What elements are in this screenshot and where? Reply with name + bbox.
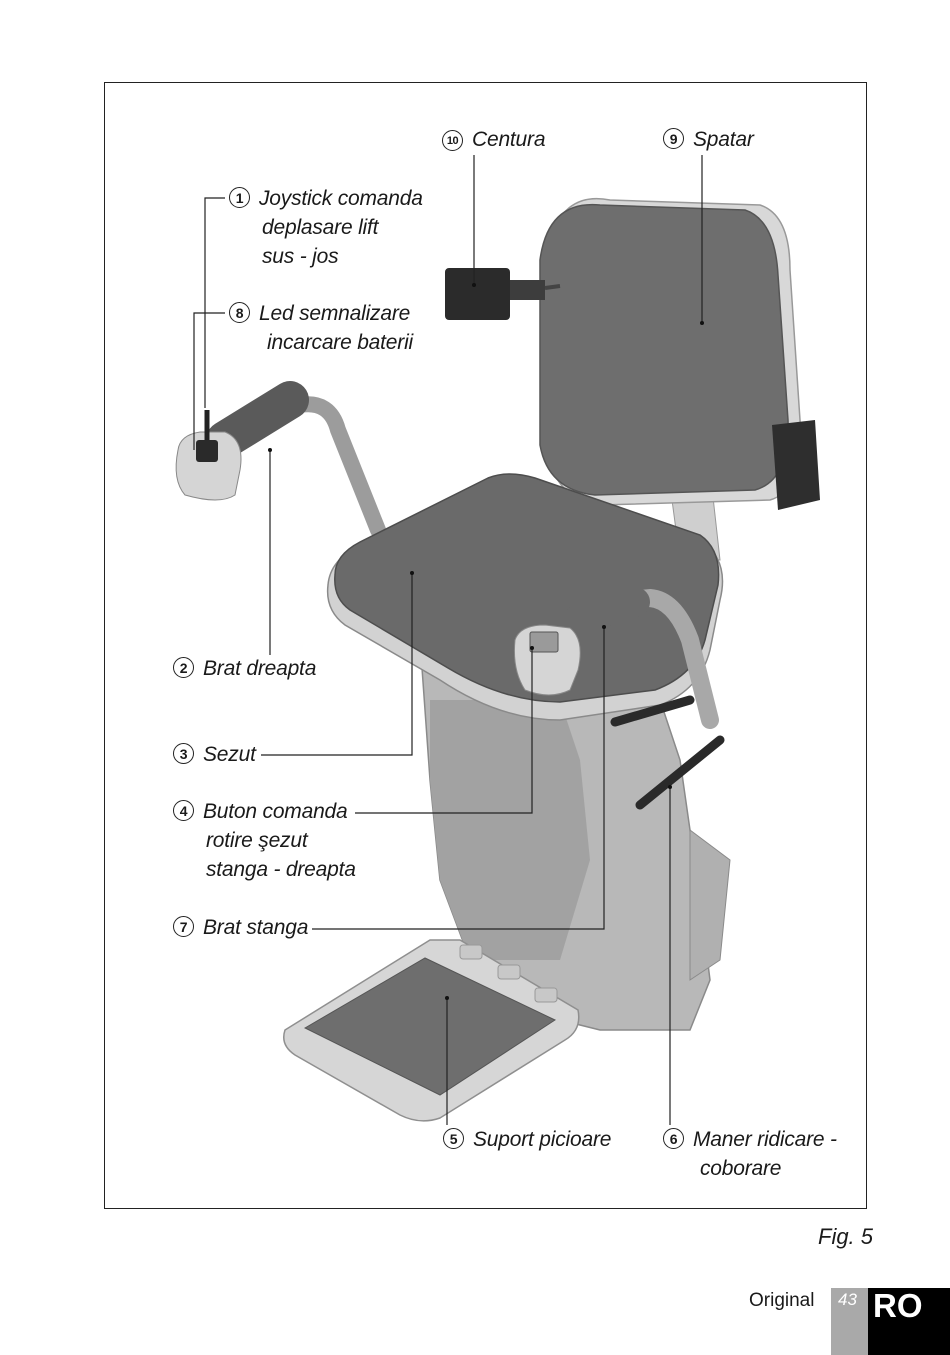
page-number: 43 [838, 1290, 857, 1309]
callout-number: 3 [173, 743, 194, 764]
callout-text: Sezut [203, 743, 256, 766]
callout-text: Spatar [693, 128, 754, 151]
callout-number: 9 [663, 128, 684, 149]
figure-frame [104, 82, 867, 1209]
callout-number: 5 [443, 1128, 464, 1149]
callout-lift-handle: 6 Maner ridicare - coborare [663, 1125, 837, 1183]
callout-text: Led semnalizare [259, 302, 411, 325]
callout-text: Brat stanga [203, 916, 309, 939]
callout-number: 7 [173, 916, 194, 937]
page-number-box [831, 1288, 868, 1355]
callout-number: 6 [663, 1128, 684, 1149]
callout-footrest: 5 Suport picioare [443, 1125, 611, 1154]
callout-text: Brat dreapta [203, 657, 317, 680]
callout-number: 2 [173, 657, 194, 678]
callout-text: Joystick comanda [259, 187, 423, 210]
callout-text: coborare [700, 1157, 782, 1180]
language-tab [868, 1288, 950, 1355]
callout-text: Maner ridicare - [693, 1128, 837, 1151]
callout-number: 8 [229, 302, 250, 323]
callout-text: incarcare baterii [267, 331, 413, 354]
callout-swivel-button: 4 Buton comanda rotire şezut stanga - dre… [173, 797, 356, 884]
callout-text: Centura [472, 128, 546, 151]
callout-text: Buton comanda [203, 800, 348, 823]
callout-text: Suport picioare [473, 1128, 612, 1151]
callout-joystick: 1 Joystick comanda deplasare lift sus - j… [229, 184, 423, 271]
callout-text: rotire şezut [206, 829, 308, 852]
figure-caption: Fig. 5 [818, 1224, 874, 1249]
callout-text: deplasare lift [262, 216, 379, 239]
callout-number: 1 [229, 187, 250, 208]
callout-left-arm: 7 Brat stanga [173, 913, 308, 942]
callout-battery-led: 8 Led semnalizare incarcare baterii [229, 299, 413, 357]
callout-number: 10 [442, 130, 463, 151]
callout-belt: 10 Centura [442, 125, 546, 154]
callout-text: sus - jos [262, 245, 339, 268]
callout-number: 4 [173, 800, 194, 821]
footer-original: Original [749, 1290, 815, 1311]
language-code: RO [873, 1287, 923, 1324]
callout-right-arm: 2 Brat dreapta [173, 654, 316, 683]
callout-seat: 3 Sezut [173, 740, 256, 769]
callout-text: stanga - dreapta [206, 858, 356, 881]
callout-backrest: 9 Spatar [663, 125, 754, 154]
